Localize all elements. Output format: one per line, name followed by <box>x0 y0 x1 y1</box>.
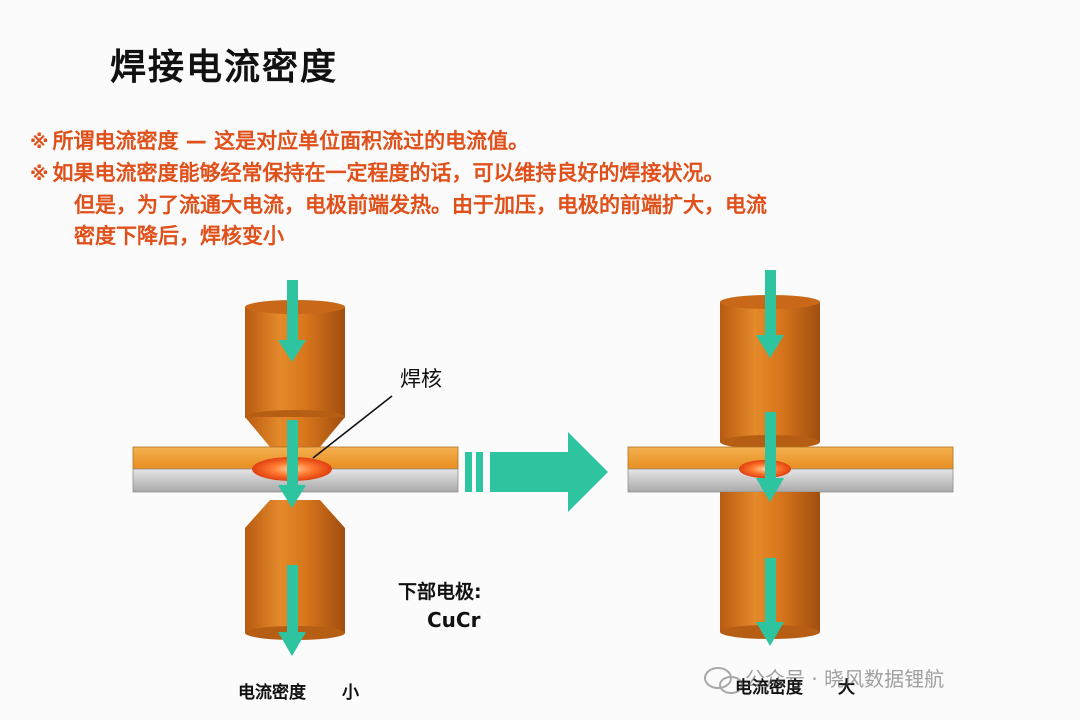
watermark: 公众号 · 晓风数据锂航 <box>704 667 944 694</box>
nugget-label: 焊核 <box>400 367 442 391</box>
page-title: 焊接电流密度 <box>110 47 339 88</box>
watermark-text: 公众号 · 晓风数据锂航 <box>745 667 944 691</box>
arrow-down-icon <box>756 558 784 646</box>
right-caption: 电流密度 <box>735 677 804 698</box>
note-mark-1: ※ <box>30 131 49 153</box>
note-line-4: 密度下降后，焊核变小 <box>74 224 284 248</box>
note-text-1: 所谓电流密度 — 这是对应单位面积流过的电流值。 <box>52 129 530 153</box>
arrow-down-icon <box>278 565 306 656</box>
note-line-2: ※如果电流密度能够经常保持在一定程度的话，可以维持良好的焊接状况。 <box>30 158 1030 190</box>
arrow-down-icon <box>756 412 784 502</box>
arrow-down-icon <box>278 420 306 508</box>
right-current-arrows <box>756 270 784 646</box>
right-setup: 电流密度 大 <box>627 270 954 698</box>
lower-electrode-material: CuCr <box>427 608 481 632</box>
note-mark-2: ※ <box>30 163 49 185</box>
arrow-right-icon <box>490 432 608 512</box>
left-setup: 焊核 下部电极: CuCr 电流密度 小 <box>132 280 482 703</box>
left-caption-value: 小 <box>342 683 359 703</box>
right-caption-value: 大 <box>838 677 855 698</box>
notes-block: ※所谓电流密度 — 这是对应单位面积流过的电流值。 ※如果电流密度能够经常保持在… <box>30 126 1030 252</box>
left-current-arrows <box>278 280 306 656</box>
nugget-leader-line <box>312 395 393 459</box>
note-line-3: 但是，为了流通大电流，电极前端发热。由于加压，电极的前端扩大，电流 <box>74 193 767 217</box>
arrow-down-icon <box>278 280 306 362</box>
arrow-down-icon <box>756 270 784 358</box>
transition-arrow <box>465 432 608 512</box>
right-sheets <box>627 446 954 493</box>
note-text-2: 如果电流密度能够经常保持在一定程度的话，可以维持良好的焊接状况。 <box>52 161 725 185</box>
left-caption: 电流密度 <box>238 682 307 703</box>
lower-electrode-label: 下部电极: <box>398 580 482 603</box>
note-line-1: ※所谓电流密度 — 这是对应单位面积流过的电流值。 <box>30 126 1030 158</box>
wechat-icon <box>704 667 743 694</box>
